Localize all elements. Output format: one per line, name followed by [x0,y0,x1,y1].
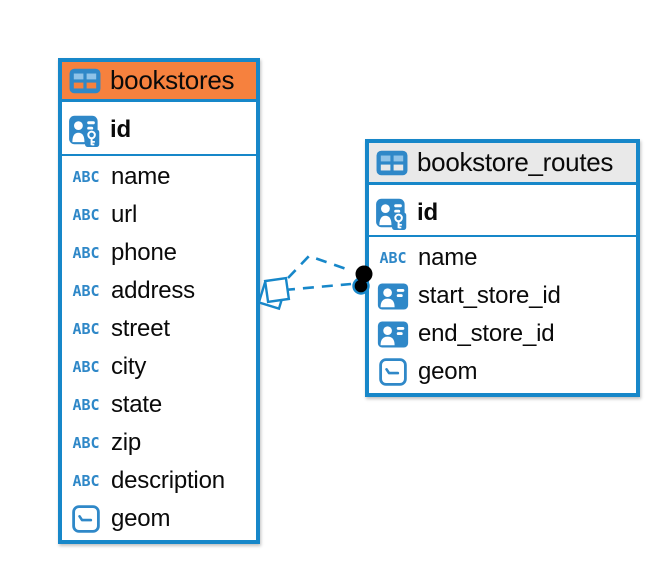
relation-line-2[interactable] [283,282,352,292]
column-row-name[interactable]: ABC name [62,158,256,196]
column-label: url [111,201,138,228]
text-icon: ABC [72,433,100,452]
primary-key-icon [372,195,412,231]
primary-key-icon [65,112,105,148]
column-row-zip[interactable]: ABC zip [62,424,256,462]
text-icon: ABC [379,248,407,267]
column-label: id [110,116,131,143]
table-title: bookstore_routes [417,147,614,177]
table-icon [376,150,408,176]
column-row-url[interactable]: ABC url [62,196,256,234]
column-row-name[interactable]: ABC name [369,239,636,277]
column-label: id [417,199,438,226]
table-bookstore-routes-header[interactable]: bookstore_routes [369,143,636,185]
column-label: city [111,353,147,380]
column-label: end_store_id [418,320,555,347]
column-label: zip [111,429,142,456]
relation-line-1[interactable] [287,254,353,279]
text-icon: ABC [72,319,100,338]
table-icon [69,68,101,94]
column-label: description [111,467,225,494]
text-icon: ABC [72,357,100,376]
column-row-geom[interactable]: geom [62,500,256,538]
column-row-city[interactable]: ABC city [62,348,256,386]
text-icon: ABC [72,205,100,224]
text-icon: ABC [72,471,100,490]
relation-source-marker[interactable] [257,276,291,311]
geometry-icon [66,505,106,533]
column-row-address[interactable]: ABC address [62,272,256,310]
column-label: geom [111,505,171,532]
table-bookstores-header[interactable]: bookstores [62,62,256,102]
column-label: geom [418,358,478,385]
column-label: state [111,391,163,418]
reference-icon [373,321,413,348]
text-icon: ABC [72,167,100,186]
text-icon: ABC [72,395,100,414]
column-label: name [111,163,171,190]
table-title: bookstores [110,65,235,95]
column-row-geom[interactable]: geom [369,353,636,391]
text-icon: ABC [72,243,100,262]
geometry-icon [373,358,413,386]
column-label: address [111,277,195,304]
column-row-state[interactable]: ABC state [62,386,256,424]
text-icon: ABC [72,281,100,300]
column-label: phone [111,239,177,266]
column-row-id[interactable]: id [62,106,256,156]
column-row-id[interactable]: id [369,191,636,237]
column-label: name [418,244,478,271]
column-label: start_store_id [418,282,561,309]
column-row-end_store_id[interactable]: end_store_id [369,315,636,353]
column-row-street[interactable]: ABC street [62,310,256,348]
column-label: street [111,315,170,342]
reference-icon [373,283,413,310]
column-row-description[interactable]: ABC description [62,462,256,500]
column-row-phone[interactable]: ABC phone [62,234,256,272]
column-row-start_store_id[interactable]: start_store_id [369,277,636,315]
